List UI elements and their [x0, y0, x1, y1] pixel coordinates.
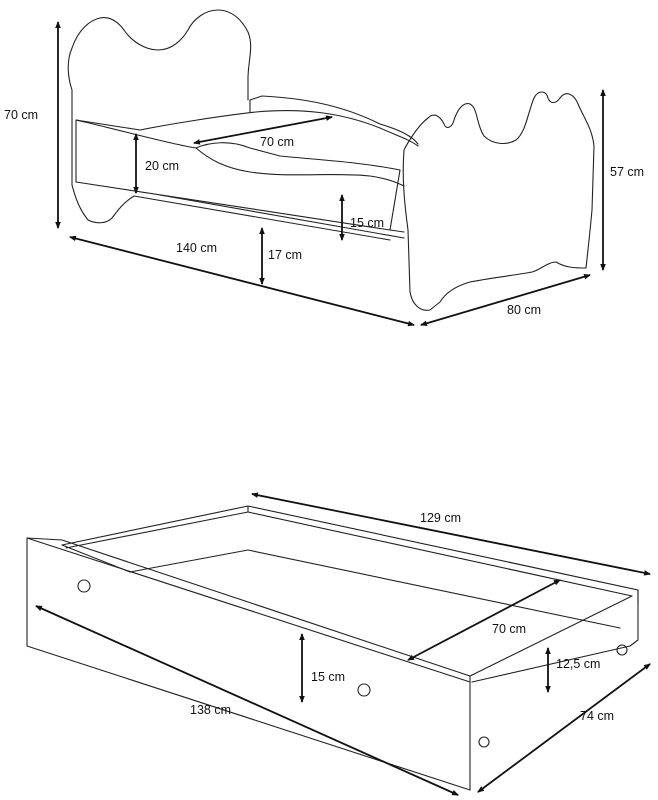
label-length: 140 cm — [176, 241, 217, 255]
bed-footboard — [402, 91, 595, 311]
dim-line-drawer-width — [477, 663, 651, 793]
label-drawer-height: 15 cm — [311, 670, 345, 684]
label-height-side: 57 cm — [610, 165, 644, 179]
drawer-handle-hole-left — [77, 579, 91, 593]
dim-line-back-length — [250, 492, 652, 576]
label-inner-height: 12,5 cm — [556, 657, 600, 671]
label-clearance: 17 cm — [268, 248, 302, 262]
drawer-handle-hole-right — [357, 683, 371, 697]
label-height-total: 70 cm — [4, 108, 38, 122]
label-back-length: 129 cm — [420, 511, 461, 525]
dim-line-front-length — [35, 605, 459, 796]
drawer-front-panel — [26, 537, 471, 791]
label-rail-height: 20 cm — [145, 159, 179, 173]
label-front-length: 138 cm — [190, 703, 231, 717]
dim-line-inner-depth — [407, 579, 561, 661]
label-drawer-width: 74 cm — [580, 709, 614, 723]
drawer-wheel — [478, 736, 490, 748]
dim-line-length — [68, 235, 416, 327]
bed-headboard — [67, 9, 252, 126]
label-front-panel: 15 cm — [350, 216, 384, 230]
dim-line-width — [419, 274, 592, 326]
drawer-wheel — [616, 644, 628, 656]
dim-line-mattress — [192, 115, 334, 145]
label-width: 80 cm — [507, 303, 541, 317]
label-mattress-length: 70 cm — [260, 135, 294, 149]
label-inner-depth: 70 cm — [492, 622, 526, 636]
drawer-drawing — [26, 505, 639, 791]
